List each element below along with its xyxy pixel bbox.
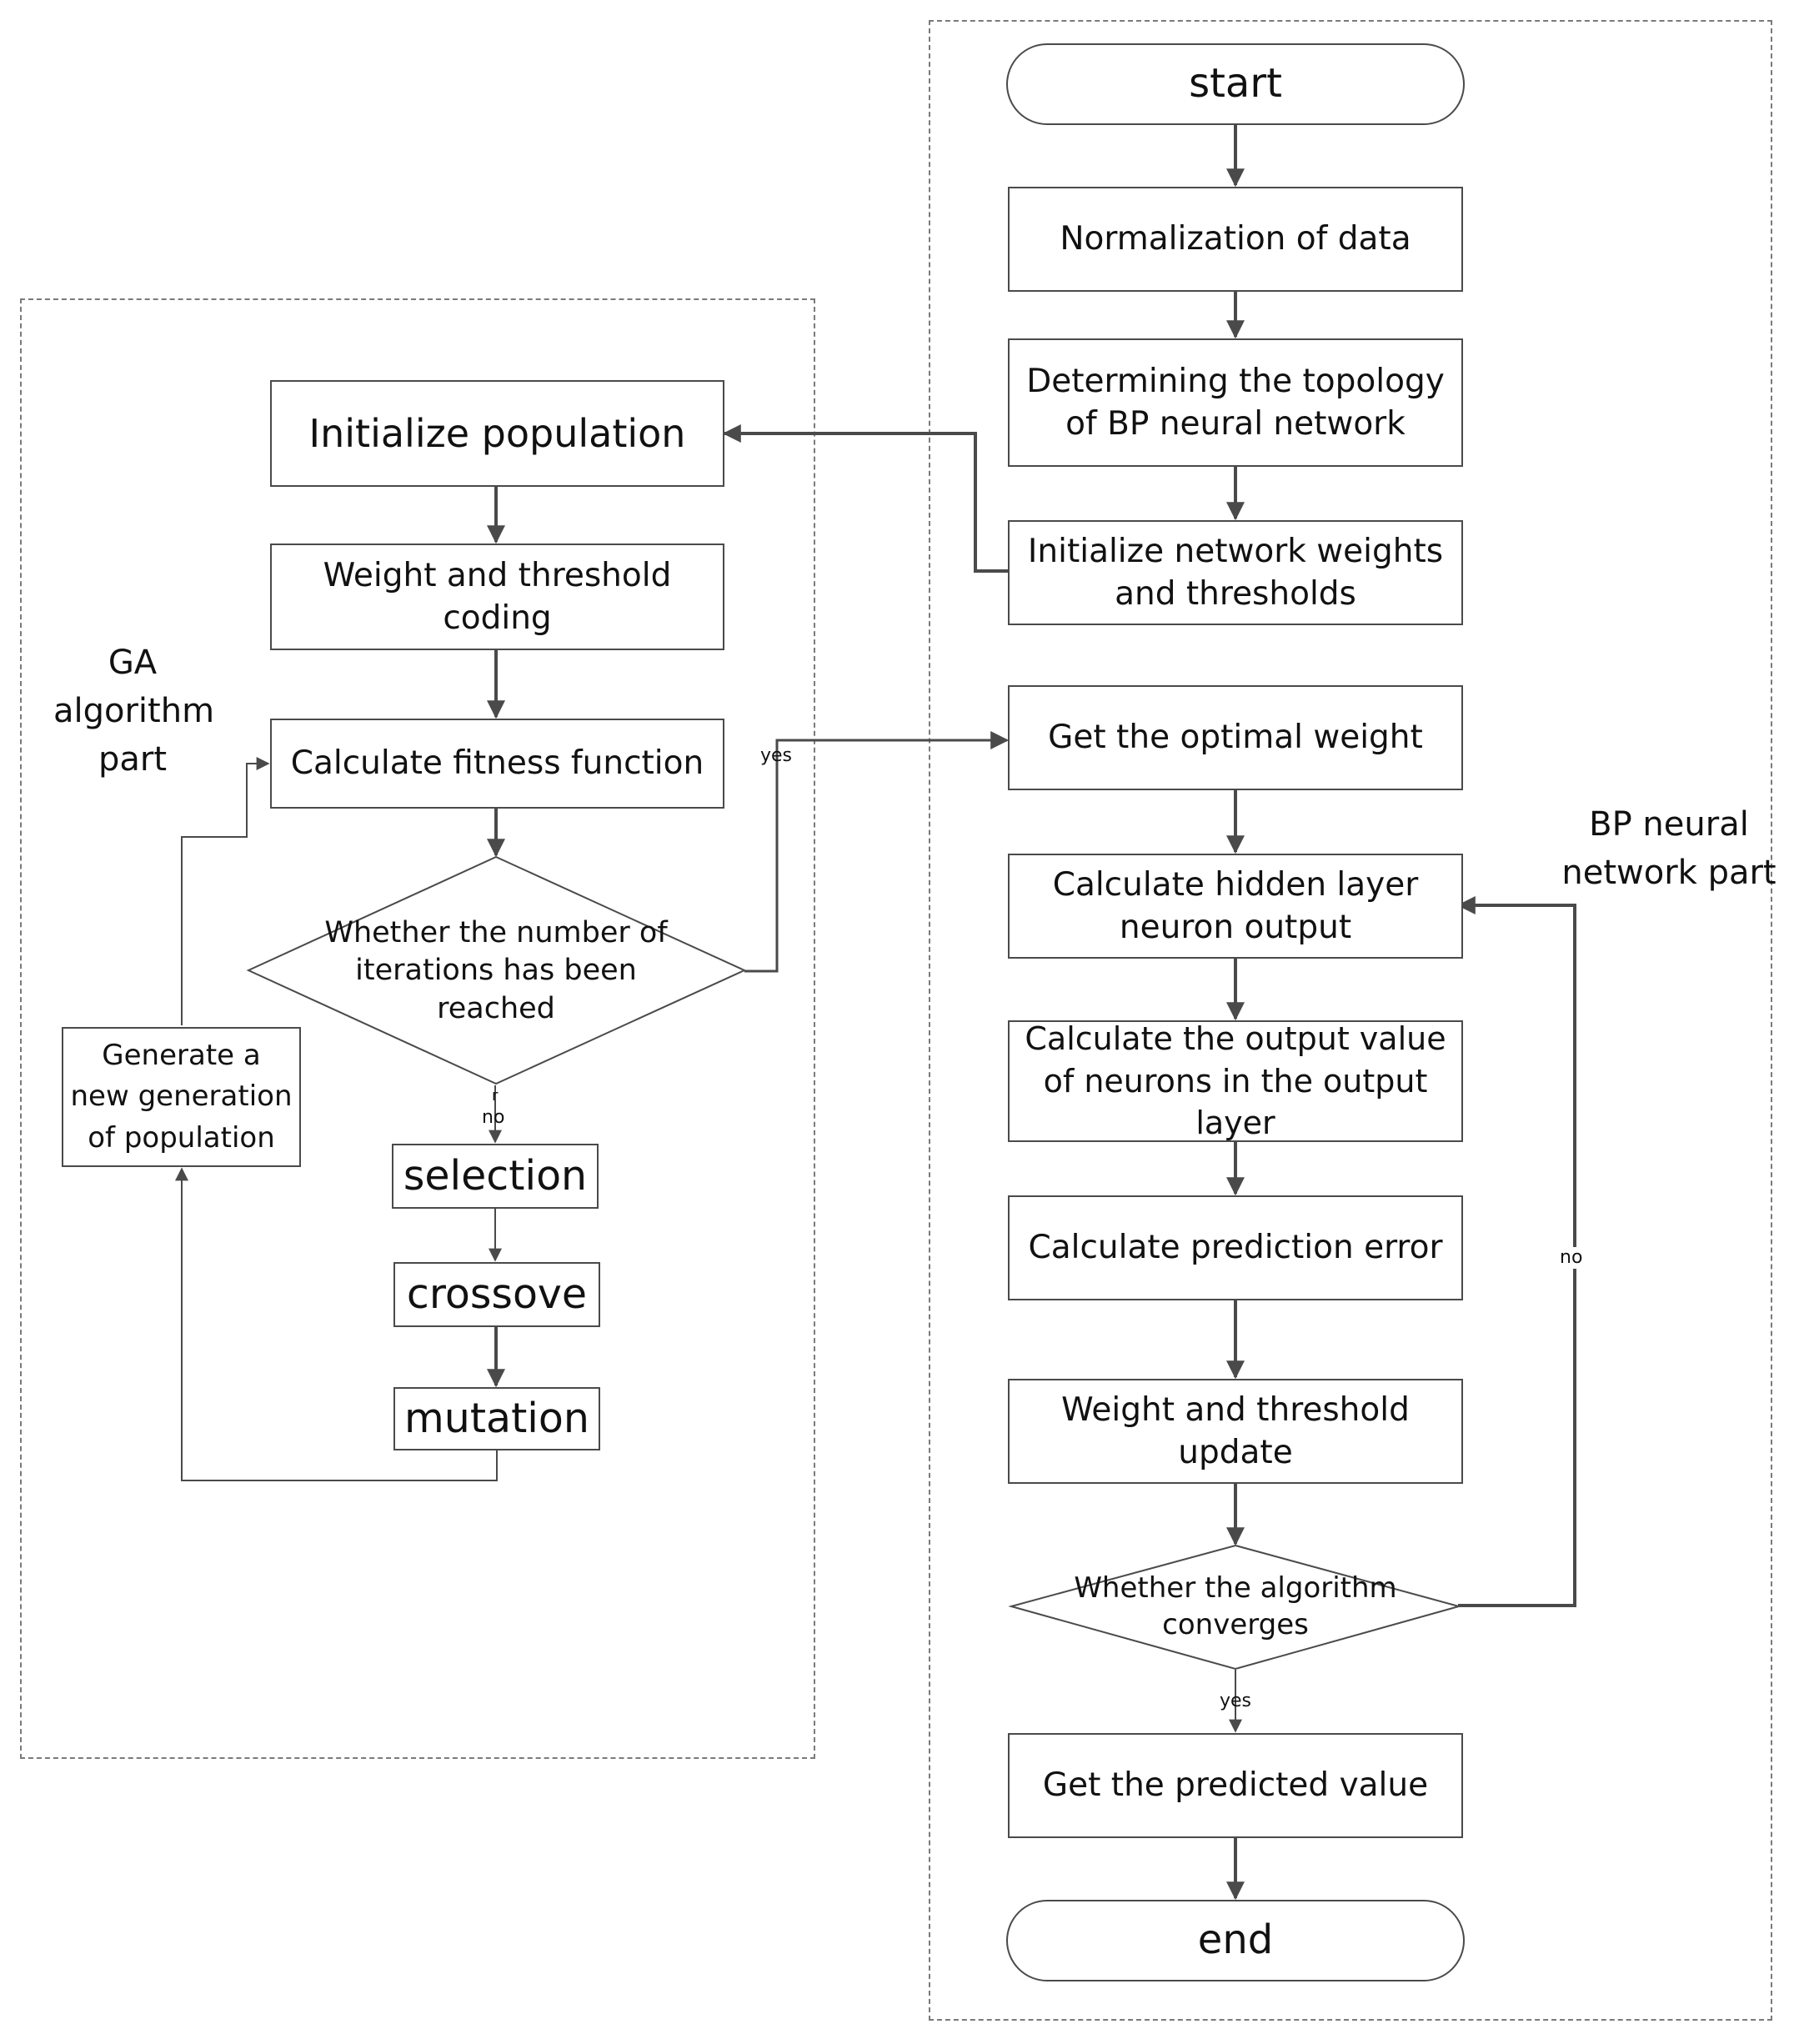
- arrow-mutation-new-generation: [175, 1167, 498, 1481]
- optimal-weight-box: Get the optimal weight: [1008, 685, 1463, 790]
- predicted-value-box: Get the predicted value: [1008, 1733, 1463, 1838]
- crossover-box: crossove: [393, 1262, 600, 1327]
- fitness-text: Calculate fitness function: [290, 744, 704, 783]
- start-text: start: [1189, 60, 1282, 108]
- prediction-error-text: Calculate prediction error: [1028, 1229, 1443, 1267]
- ga-no-label: no: [482, 1107, 505, 1128]
- predicted-value-text: Get the predicted value: [1042, 1766, 1429, 1805]
- ga-tick-label: r: [492, 1087, 499, 1105]
- topology-text: Determining the topology of BP neural ne…: [1026, 362, 1445, 443]
- selection-box: selection: [392, 1144, 599, 1209]
- iterations-diamond-shape: [246, 855, 747, 1085]
- init-weights-text: Initialize network weights and threshold…: [1027, 532, 1444, 613]
- crossover-text: crossove: [406, 1270, 588, 1318]
- converges-text: Whether the algorithm converges: [1074, 1571, 1397, 1641]
- converges-diamond-shape: [1008, 1544, 1462, 1671]
- topology-box: Determining the topology of BP neural ne…: [1008, 338, 1463, 467]
- new-generation-box: Generate a new generation of population: [62, 1027, 301, 1167]
- arrow-new-generation-fitness: [181, 757, 270, 1025]
- mutation-box: mutation: [393, 1387, 600, 1450]
- arrow-converges-no-loop: [1456, 896, 1576, 1607]
- update-box: Weight and threshold update: [1008, 1379, 1463, 1484]
- iterations-diamond: Whether the number of iterations has bee…: [292, 916, 700, 1025]
- arrow-init-weights-to-population: [722, 424, 1008, 573]
- bp-group-label: BP neural network part: [1561, 805, 1776, 892]
- normalization-text: Normalization of data: [1060, 220, 1411, 258]
- coding-text: Weight and threshold coding: [323, 556, 672, 637]
- output-value-box: Calculate the output value of neurons in…: [1008, 1020, 1463, 1142]
- iterations-text: Whether the number of iterations has bee…: [324, 915, 668, 1025]
- hidden-output-box: Calculate hidden layer neuron output: [1008, 854, 1463, 959]
- update-text: Weight and threshold update: [1061, 1390, 1410, 1471]
- mutation-text: mutation: [404, 1394, 589, 1442]
- bp-no-label: no: [1560, 1247, 1583, 1269]
- bp-network-group: [929, 20, 1772, 2021]
- init-weights-box: Initialize network weights and threshold…: [1008, 520, 1463, 625]
- coding-box: Weight and threshold coding: [270, 544, 724, 650]
- arrow-iterations-yes: [744, 731, 1010, 973]
- end-terminal: end: [1006, 1900, 1465, 1981]
- start-terminal: start: [1006, 43, 1465, 125]
- new-generation-text: Generate a new generation of population: [70, 1039, 293, 1155]
- selection-text: selection: [403, 1151, 588, 1200]
- ga-group-label: GA algorithm part: [53, 644, 215, 779]
- bp-yes-label: yes: [1220, 1691, 1252, 1711]
- ga-algorithm-group: [20, 298, 815, 1759]
- normalization-box: Normalization of data: [1008, 187, 1463, 292]
- fitness-box: Calculate fitness function: [270, 719, 724, 809]
- init-population-box: Initialize population: [270, 380, 724, 487]
- converges-diamond: Whether the algorithm converges: [1059, 1559, 1412, 1654]
- hidden-output-text: Calculate hidden layer neuron output: [1052, 865, 1419, 946]
- init-population-text: Initialize population: [308, 410, 686, 456]
- end-text: end: [1197, 1916, 1274, 1964]
- ga-yes-label: yes: [760, 745, 793, 766]
- prediction-error-box: Calculate prediction error: [1008, 1195, 1463, 1300]
- optimal-weight-text: Get the optimal weight: [1048, 719, 1423, 757]
- output-value-text: Calculate the output value of neurons in…: [1025, 1019, 1446, 1142]
